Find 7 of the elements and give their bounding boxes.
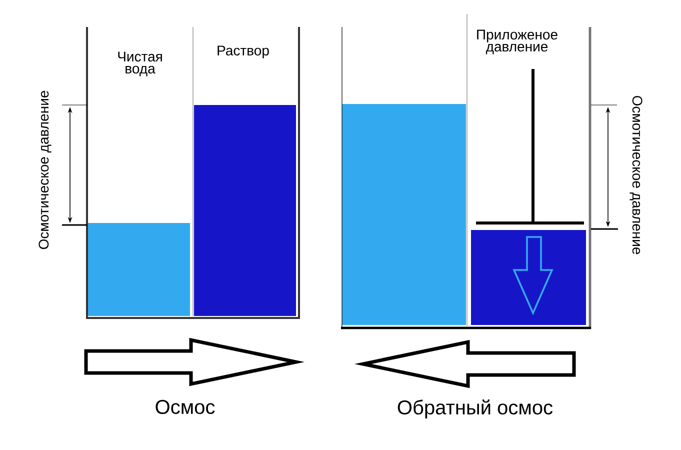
dimension-label: Осмотическое давление [630,96,642,254]
piston-label: Приложеное давление [477,30,558,54]
compartment-label: Чистая вода [118,52,162,76]
compartment-label: Раствор [218,46,269,58]
dimension-label: Осмотическое давление [38,90,52,250]
caption: Осмос [156,400,215,414]
caption: Обратный осмос [398,400,553,418]
